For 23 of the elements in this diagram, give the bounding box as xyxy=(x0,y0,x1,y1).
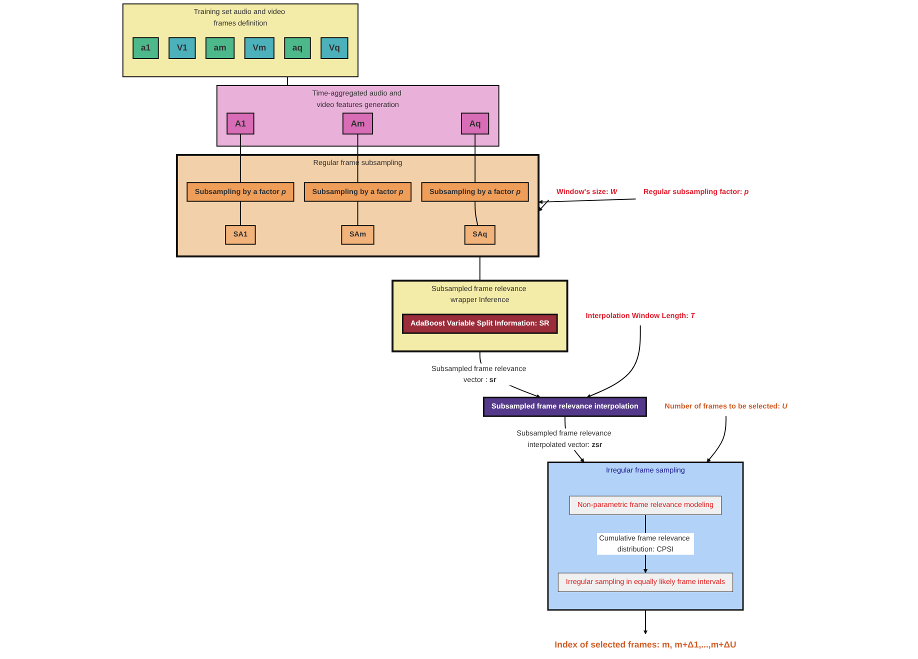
process-box: A1 xyxy=(226,112,254,135)
process-box: Aq xyxy=(460,112,490,135)
process-box: Am xyxy=(342,112,374,135)
process-box: Vq xyxy=(320,37,348,59)
process-box: a1 xyxy=(132,37,159,59)
connector-line xyxy=(357,200,358,226)
process-box: V1 xyxy=(168,37,196,59)
connector-line xyxy=(240,134,241,184)
connector-line xyxy=(474,200,478,226)
arrow xyxy=(538,199,550,212)
connector-line xyxy=(357,134,358,184)
arrow xyxy=(586,324,641,398)
connector-line xyxy=(286,76,288,86)
arrow xyxy=(706,416,726,463)
process-box: Vm xyxy=(244,37,274,59)
arrow xyxy=(538,198,636,204)
process-box: aq xyxy=(284,37,311,59)
connector-line xyxy=(479,256,480,282)
process-box: am xyxy=(205,37,235,59)
connector-line xyxy=(240,200,241,226)
annotation-text: Index of selected frames: m, m+Δ1,...,m+ΔU xyxy=(554,640,736,650)
connector-line xyxy=(474,134,476,184)
arrow xyxy=(643,609,648,634)
